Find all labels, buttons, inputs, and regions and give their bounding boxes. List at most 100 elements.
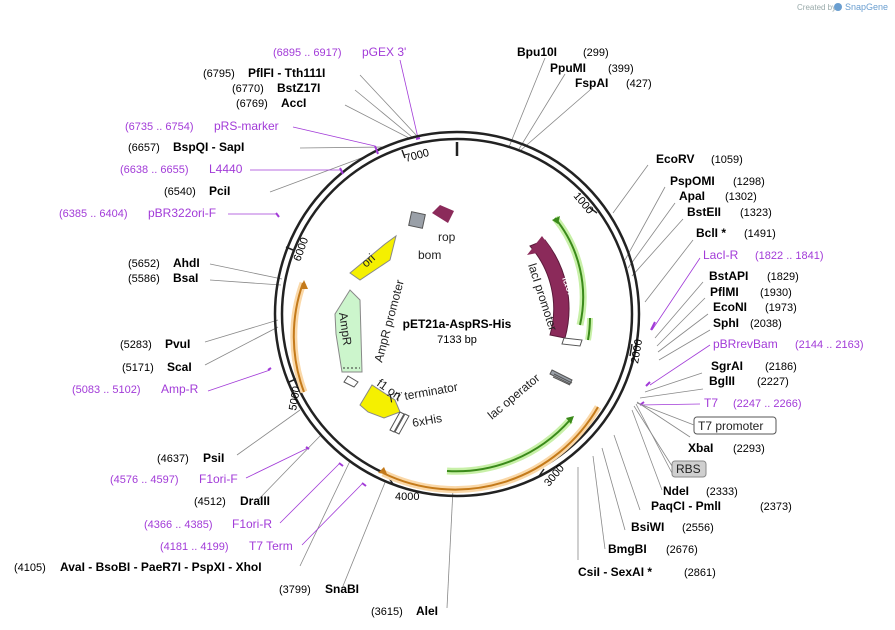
site-name: PspOMI — [670, 174, 715, 188]
site-name: PflMI — [710, 285, 739, 299]
primer-labels: (6895 .. 6917) pGEX 3' (6735 .. 6754) pR… — [59, 45, 864, 553]
site-name: AleI — [416, 604, 438, 618]
rop-label: rop — [438, 230, 456, 244]
site-name: ScaI — [167, 360, 192, 374]
orange-arc-1 — [382, 406, 599, 491]
site-pos: (2333) — [706, 486, 738, 498]
site-pos: (2676) — [666, 544, 698, 556]
site-pos: (3615) — [371, 606, 403, 618]
site-pos: (1973) — [765, 302, 797, 314]
bom-feature — [408, 211, 426, 229]
primer-leader-lines — [207, 59, 711, 546]
t7-terminator-marker — [389, 411, 410, 435]
ampr-promoter-marker — [343, 375, 359, 388]
primer-name: Amp-R — [161, 382, 199, 396]
primer-name: F1ori-R — [232, 517, 272, 531]
primer-pos: (6385 .. 6404) — [59, 208, 128, 220]
aspr-gene-arrow — [566, 416, 574, 424]
primer-name: pBR322ori-F — [148, 206, 216, 220]
primer-name: F1ori-F — [199, 472, 238, 486]
site-pos: (3799) — [279, 584, 311, 596]
orange-arc-2-arrow — [300, 280, 308, 289]
site-name: ApaI — [679, 189, 705, 203]
site-name: PpuMI — [550, 61, 586, 75]
site-name: BspQI - SapI — [173, 140, 244, 154]
site-name: BsaI — [173, 271, 198, 285]
primer-pos: (6638 .. 6655) — [120, 164, 189, 176]
site-pos: (2293) — [733, 443, 765, 455]
site-name: DraIII — [240, 494, 270, 508]
tick-label-2000: 2000 — [629, 338, 645, 364]
site-name: BglII — [709, 374, 735, 388]
laci-promoter-arc — [587, 317, 591, 341]
laci-region-arc — [554, 217, 585, 326]
site-pos: (2861) — [684, 567, 716, 579]
laci-label: lacI — [559, 274, 579, 296]
ampr-promoter-label: AmpR promoter — [371, 278, 406, 363]
aspr-gene-arc-halo — [446, 417, 573, 475]
site-pos: (1323) — [740, 207, 772, 219]
laci-gene-arrowhead — [527, 236, 552, 255]
site-pos: (2038) — [750, 318, 782, 330]
primer-pos: (2247 .. 2266) — [733, 398, 802, 410]
site-name: AvaI - BsoBI - PaeR7I - PspXI - XhoI — [60, 560, 262, 574]
ori-feature — [349, 234, 397, 281]
laci-promoter-marker — [561, 337, 583, 347]
site-name: BstEII — [687, 205, 721, 219]
site-pos: (1302) — [725, 191, 757, 203]
site-pos: (6769) — [236, 98, 268, 110]
primer-name: pGEX 3' — [362, 45, 406, 59]
brand-created-by: Created by — [797, 3, 836, 12]
site-pos: (6770) — [232, 83, 264, 95]
laci-region-arrow — [552, 216, 560, 224]
primer-pos: (6735 .. 6754) — [125, 121, 194, 133]
site-name: PsiI — [203, 451, 224, 465]
site-pos: (2186) — [765, 361, 797, 373]
primer-name: L4440 — [209, 162, 243, 176]
aspr-gene-arc — [446, 419, 571, 473]
site-pos: (5652) — [128, 258, 160, 270]
t7-terminator-label: T7 terminator — [386, 380, 459, 406]
ampr-gene — [334, 289, 363, 373]
primer-pos: (4366 .. 4385) — [144, 519, 213, 531]
primer-name: pRS-marker — [214, 119, 279, 133]
right-sites: Bpu10I (299) PpuMI (399) FspAI (427) Eco… — [517, 45, 799, 579]
rop-gene — [432, 205, 454, 223]
site-name: BstAPI — [709, 269, 748, 283]
bom-label: bom — [418, 248, 441, 262]
primer-name: T7 Term — [249, 539, 293, 553]
site-pos: (4105) — [14, 562, 46, 574]
site-name: PaqCI - PmlI — [651, 499, 721, 513]
map-size: 7133 bp — [437, 334, 477, 346]
site-name: BmgBI — [608, 542, 647, 556]
site-name: SphI — [713, 316, 739, 330]
site-name: FspAI — [575, 76, 608, 90]
t7-promoter-box: T7 promoter — [693, 416, 777, 435]
tick-label-7000: 7000 — [404, 147, 431, 165]
orange-arc-2 — [292, 282, 305, 393]
site-name: BclI * — [696, 226, 726, 240]
site-pos: (1930) — [760, 287, 792, 299]
backbone-outer — [273, 130, 641, 498]
site-name: AhdI — [173, 256, 200, 270]
primer-name: T7 — [704, 396, 718, 410]
site-pos: (1491) — [744, 228, 776, 240]
site-pos: (5171) — [122, 362, 154, 374]
left-sites: (6795) PflFI - Tth111I (6770) BstZ17I (6… — [14, 66, 438, 618]
tick-label-6000: 6000 — [292, 236, 312, 263]
site-pos: (2227) — [757, 376, 789, 388]
t7-promoter-label: T7 promoter — [698, 419, 763, 433]
site-pos: (4512) — [194, 496, 226, 508]
rbs-leader — [633, 405, 673, 467]
site-pos: (2556) — [682, 522, 714, 534]
map-name: pET21a-AspRS-His — [403, 317, 512, 331]
site-name: AccI — [281, 96, 306, 110]
site-pos: (299) — [583, 47, 609, 59]
tick-label-4000: 4000 — [395, 491, 419, 503]
site-name: SnaBI — [325, 582, 359, 596]
site-name: EcoRV — [656, 152, 694, 166]
site-name: PflFI - Tth111I — [248, 66, 325, 80]
site-name: CsiI - SexAI * — [578, 565, 652, 579]
site-pos: (427) — [626, 78, 652, 90]
